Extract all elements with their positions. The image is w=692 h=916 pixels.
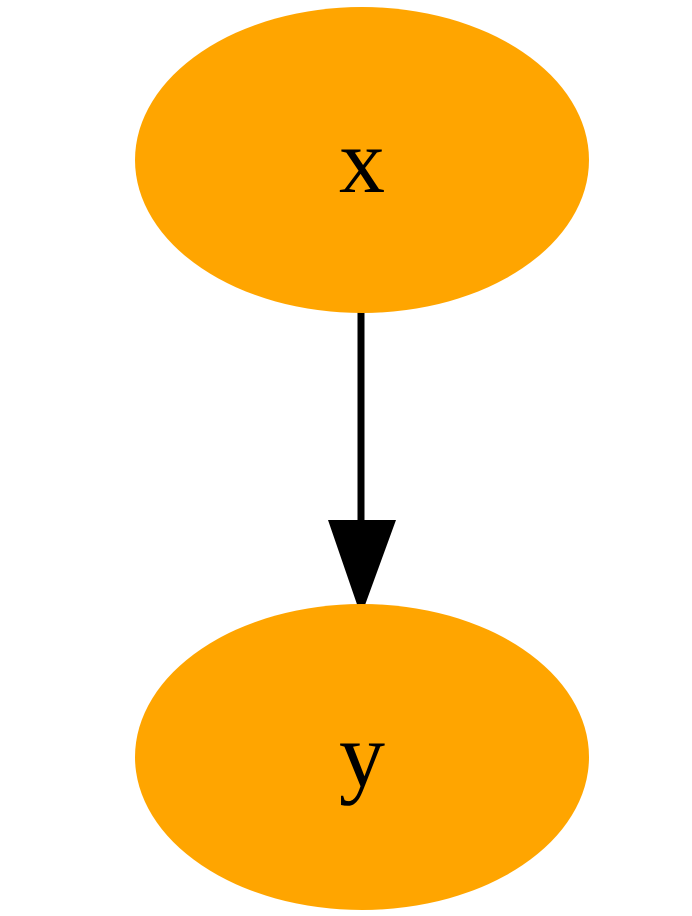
node-y[interactable]: y bbox=[135, 604, 589, 910]
arrowhead-icon bbox=[328, 520, 396, 616]
node-y-ellipse bbox=[135, 604, 589, 910]
node-y-label: y bbox=[339, 704, 385, 806]
node-x-label: x bbox=[339, 110, 385, 212]
node-x-ellipse bbox=[135, 7, 589, 313]
edge-x-to-y bbox=[328, 312, 396, 616]
node-x[interactable]: x bbox=[135, 7, 589, 313]
